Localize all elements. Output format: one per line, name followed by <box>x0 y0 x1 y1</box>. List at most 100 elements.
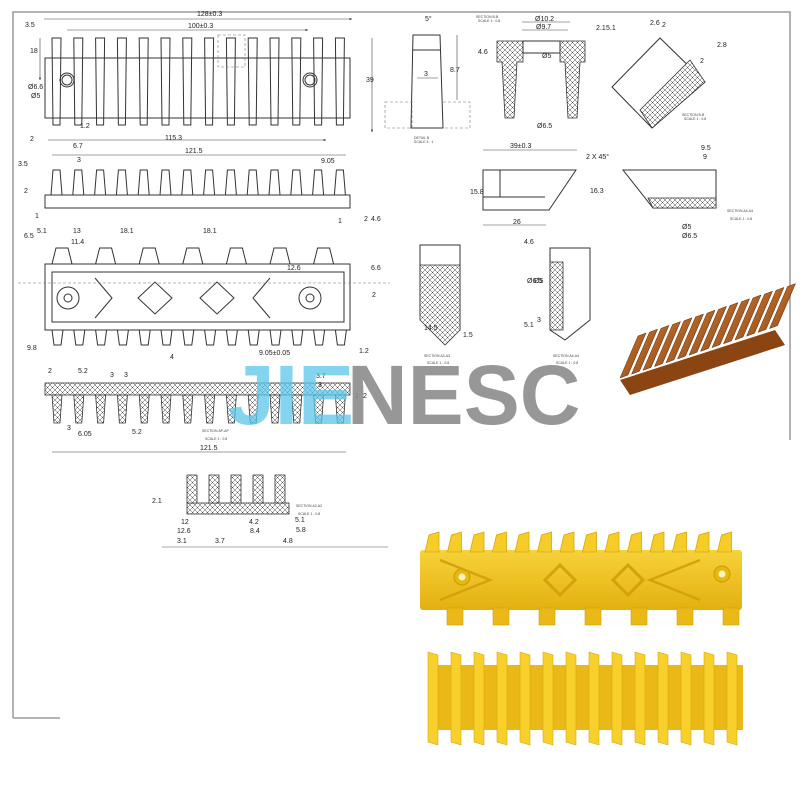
render-fin <box>619 332 647 379</box>
section-scale: SCALE 1 : 0.8 <box>427 361 449 365</box>
comb-tooth <box>160 37 171 126</box>
plan-view: 6.5 5.1 13 11.4 18.1 18.1 12.6 6.6 2 9.8… <box>18 228 390 361</box>
plan-tooth-bottom <box>73 329 86 346</box>
dim-a: 2.1 <box>152 498 162 505</box>
comb-tooth <box>313 37 324 126</box>
comb-tooth <box>268 169 281 196</box>
photo-fin <box>634 651 646 746</box>
render-fin <box>700 305 727 352</box>
plan-tooth-bottom <box>204 329 217 346</box>
dim-width: 3 <box>424 71 428 78</box>
dim-bottom-offset: 6.7 <box>73 143 83 150</box>
comb-tooth <box>312 169 325 196</box>
dim-d: 3 <box>124 372 128 379</box>
render-fin <box>665 317 693 364</box>
comb-tooth <box>51 37 62 126</box>
photo-tooth <box>491 531 507 553</box>
render-fin <box>746 290 773 337</box>
dim-i: 5.8 <box>296 527 306 534</box>
watermark: JIE NESC <box>228 348 580 442</box>
photo-fin <box>703 651 715 746</box>
section-tooth <box>182 394 194 424</box>
plan-tooth-top <box>138 247 160 265</box>
dim-d4: 2 <box>700 58 704 65</box>
comb-tooth <box>72 169 85 196</box>
dim-j: 6.05 <box>78 431 92 438</box>
dim-d3: Ø5 <box>542 53 551 60</box>
dim-bottom-left: 2 <box>30 136 34 143</box>
section-tooth <box>51 394 63 424</box>
comb-tooth <box>246 169 259 196</box>
photo-tooth <box>716 531 732 553</box>
dim-f: 12.6 <box>287 265 301 272</box>
section-scale: SCALE 1 : 0.8 <box>556 361 578 365</box>
comb-tooth <box>95 37 106 126</box>
dim-g: 8.4 <box>250 528 260 535</box>
photo-tooth <box>581 531 597 553</box>
section-tooth <box>138 394 150 424</box>
section-scale: SCALE 1 : 0.8 <box>298 512 320 516</box>
dim-overall: 128±0.3 <box>197 11 222 18</box>
section-tooth <box>208 474 220 504</box>
section-ap: 2 5.2 3 3 3.7 3 2 2 3 6.05 5.2 121.5 SEC… <box>44 368 367 453</box>
product-front <box>420 531 742 626</box>
dim-left-base: 1 <box>35 213 39 220</box>
dim-length: 14.5 <box>424 325 438 332</box>
photo-tooth-bottom <box>584 607 602 626</box>
dim-tooth: 3 <box>77 157 81 164</box>
photo-tooth-bottom <box>630 607 648 626</box>
detail-b: 5° 3 8.7 DETAIL B SCALE 4 : 1 <box>384 15 471 144</box>
dim-right: 1.2 <box>359 348 369 355</box>
dim-hole-spacing: 100±0.3 <box>188 23 213 30</box>
photo-fin <box>680 651 692 746</box>
dim-g: 6.6 <box>371 265 381 272</box>
dim-chamfer: 2 X 45° <box>586 153 609 161</box>
dim-pitch: 9.05±0.05 <box>259 350 290 357</box>
front-view: 121.5 3.5 3 9.05 2 1 1 2 4.6 <box>18 148 381 225</box>
dim-d2: Ø5 <box>534 278 543 285</box>
plan-tooth-bottom <box>160 329 173 346</box>
photo-fin <box>611 651 623 746</box>
render-fin <box>769 283 796 330</box>
dim-b: 5.2 <box>78 368 88 375</box>
section-label: SECTION A4-A4 <box>727 209 753 213</box>
comb-tooth <box>224 169 237 196</box>
dim-a: 2 <box>48 368 52 375</box>
dim-d2: 2 <box>662 22 666 29</box>
dim-g: 2 <box>355 393 359 400</box>
dim-left: 9.8 <box>27 345 37 352</box>
dim-h: 5.1 <box>295 517 305 524</box>
dim-h1: 4.6 <box>478 49 488 56</box>
detail-label: DETAIL B <box>414 136 430 140</box>
comb-tooth <box>159 169 172 196</box>
plan-tooth-top <box>51 247 73 265</box>
dim-h2: 2.1 <box>596 25 606 32</box>
section-label: SECTION A2-A2 <box>296 504 322 508</box>
plan-tooth-bottom <box>247 329 260 346</box>
dim-w2: 9 <box>703 154 707 161</box>
photo-fin <box>588 651 600 746</box>
comb-tooth <box>116 37 127 126</box>
comb-tooth <box>50 169 63 196</box>
comb-tooth <box>290 169 303 196</box>
plan-tooth-bottom <box>95 329 108 346</box>
photo-fin <box>657 651 669 746</box>
photo-tooth <box>559 531 575 553</box>
section-tooth <box>225 394 237 424</box>
plan-tooth-top <box>313 247 335 265</box>
photo-fin <box>450 651 462 746</box>
comb-tooth <box>247 37 258 126</box>
comb-tooth <box>138 37 149 126</box>
watermark-nesc: NESC <box>347 348 580 442</box>
dim-d4: Ø6.5 <box>537 123 552 130</box>
photo-fin <box>427 651 439 746</box>
render-fin <box>642 324 670 371</box>
plan-tooth-top <box>95 247 117 265</box>
render-3d <box>619 283 796 395</box>
photo-fin <box>542 651 554 746</box>
photo-fin <box>565 651 577 746</box>
dim-notch: 1.2 <box>80 123 90 130</box>
render-fin <box>688 309 716 356</box>
dim-b: 13 <box>73 228 81 235</box>
dim-overall: 121.5 <box>200 445 218 452</box>
